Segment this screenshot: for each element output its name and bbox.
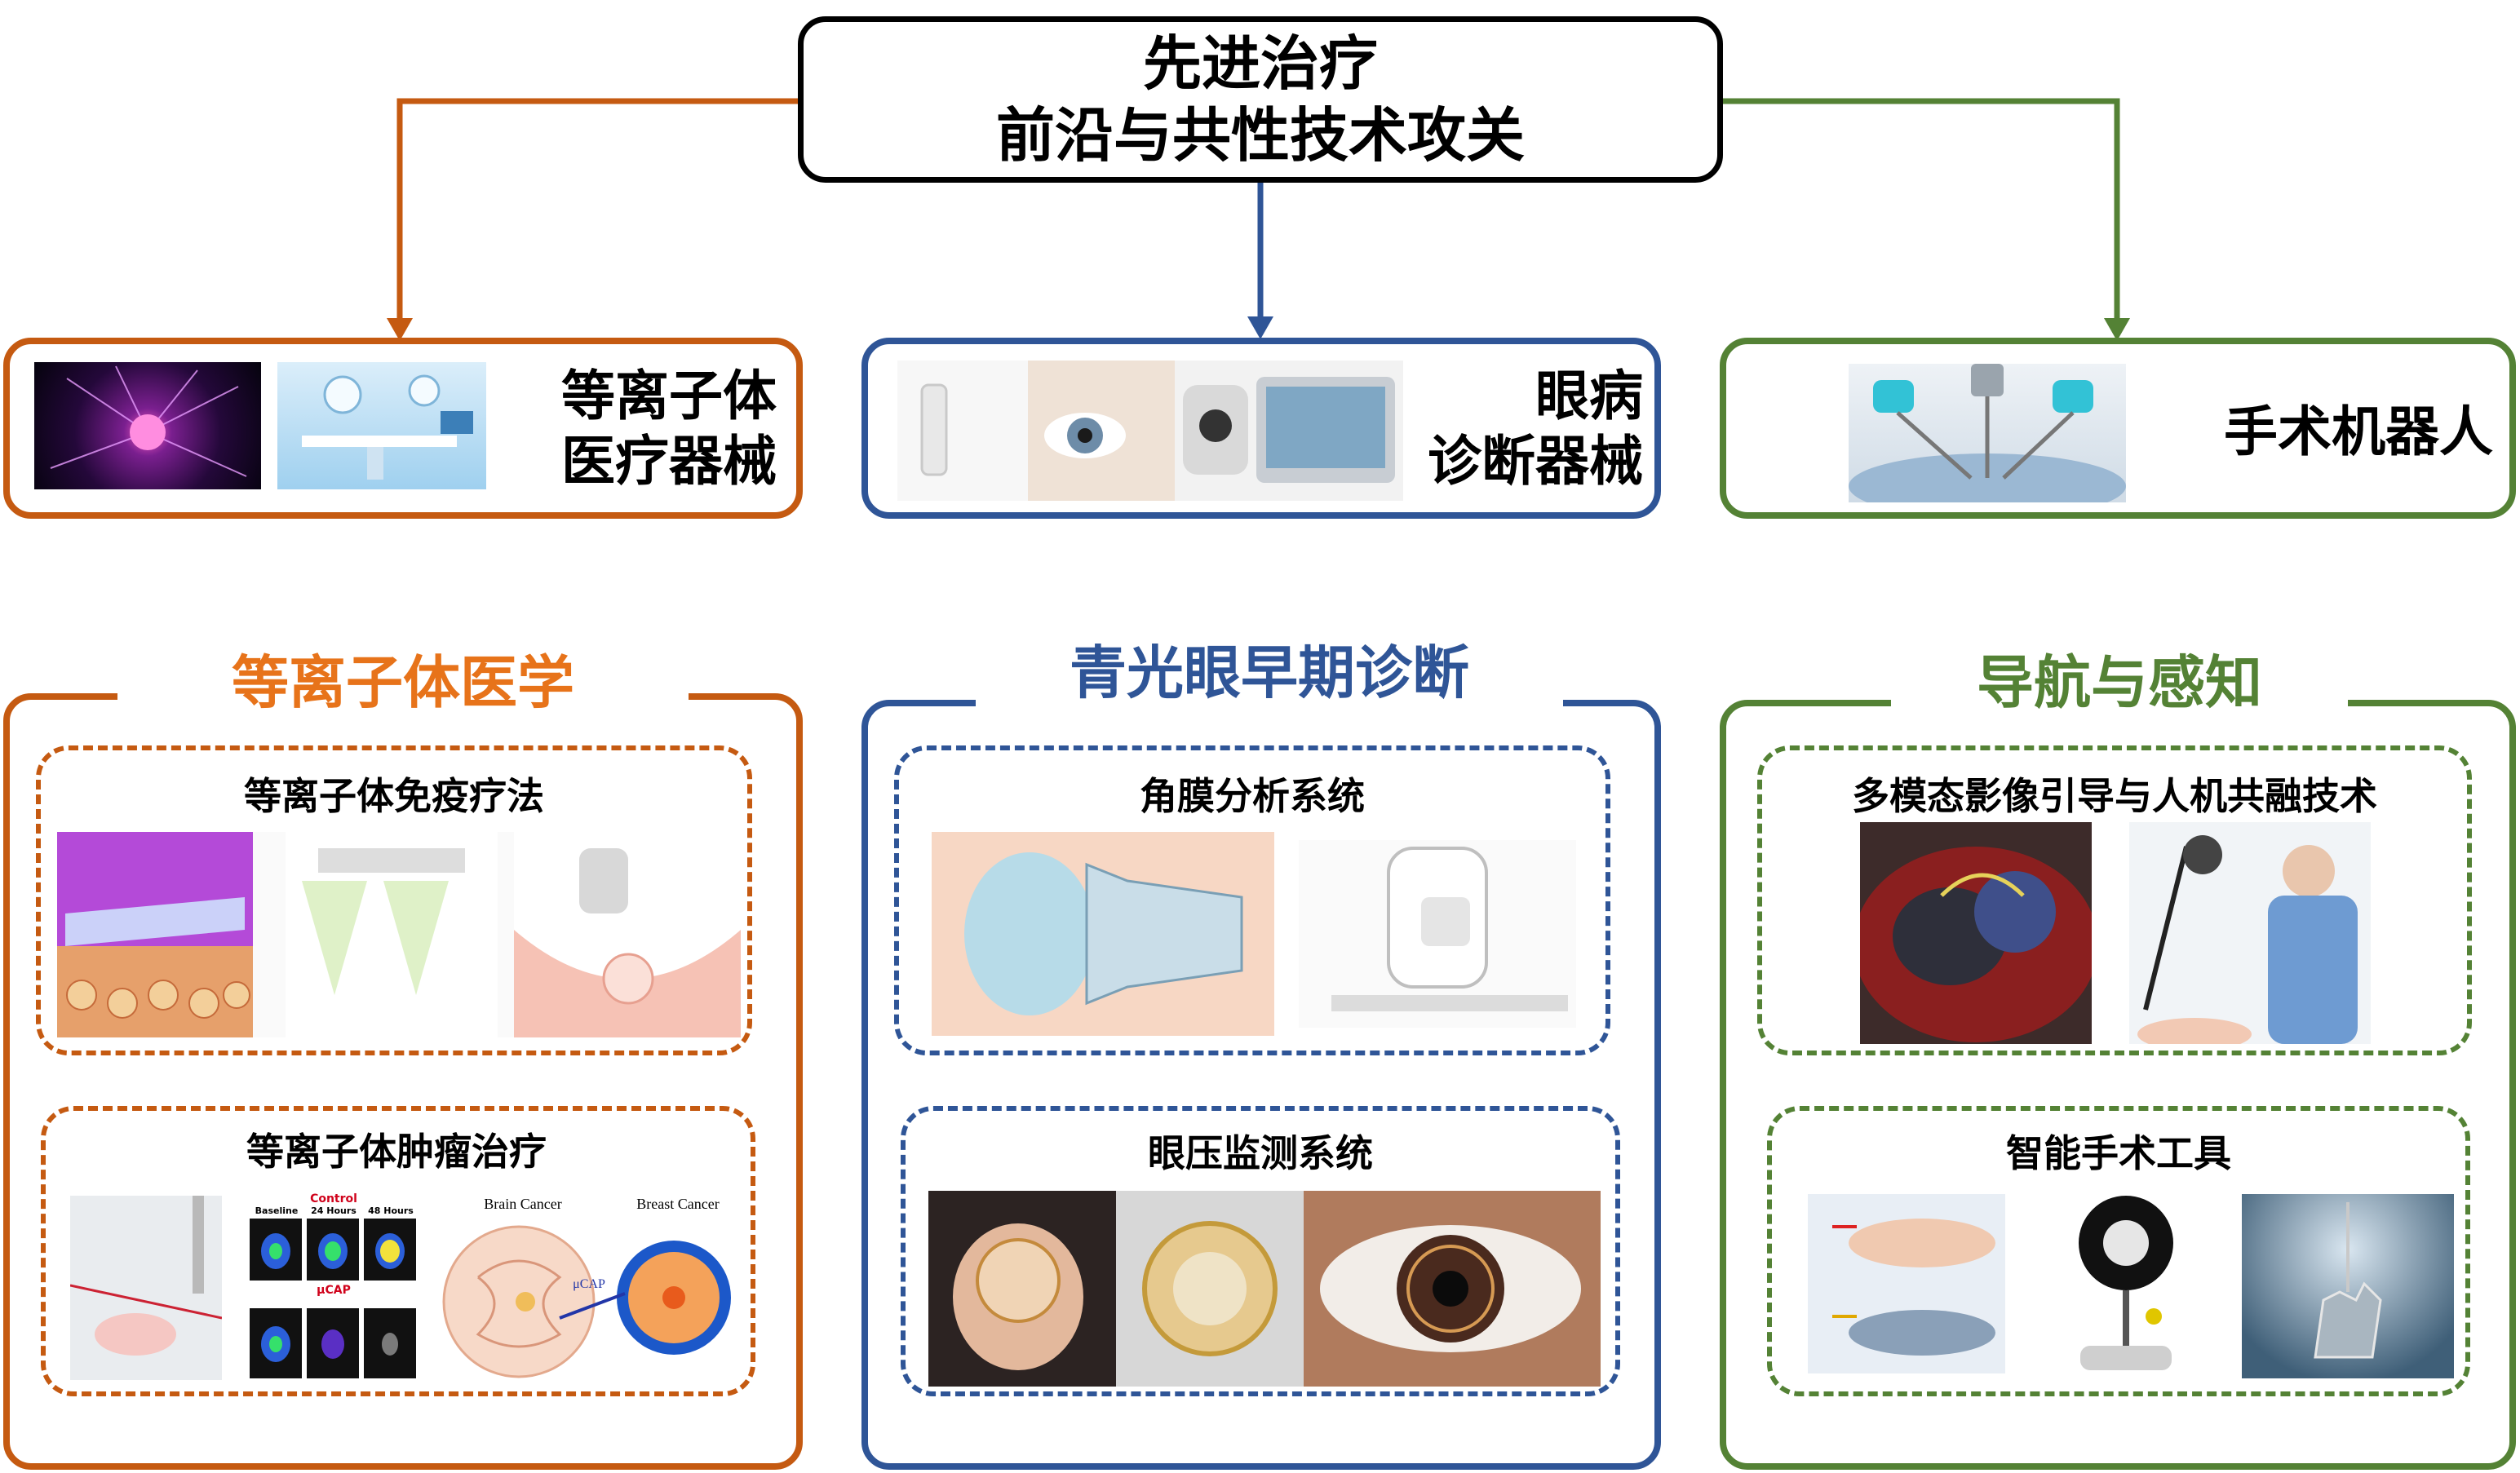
surgical-room-sketch xyxy=(302,374,473,480)
human-robot-collab-image xyxy=(2129,822,2371,1044)
category-plasma-line1: 等离子体 xyxy=(561,365,777,427)
category-plasma-title: 等离子体 医疗器械 xyxy=(499,364,777,494)
contact-lens-sketch xyxy=(928,1191,1601,1387)
haptic-hands-image xyxy=(1808,1194,2005,1373)
category-robot-title: 手术机器人 xyxy=(2224,400,2493,463)
imaging-panels xyxy=(250,1219,416,1378)
plasma-ball-image xyxy=(34,362,261,489)
sub-tools-title: 智能手术工具 xyxy=(2006,1131,2231,1175)
sub-multimodal-imaging: 多模态影像引导与人机共融技术 xyxy=(1757,745,2472,1055)
sub-corneal-analysis: 角膜分析系统 xyxy=(894,745,1610,1055)
section-glaucoma-title: 青光眼早期诊断 xyxy=(976,636,1563,710)
breast-cancer-label: Breast Cancer xyxy=(636,1196,720,1212)
arrowhead-orange xyxy=(387,318,413,341)
plasma-filaments xyxy=(50,365,247,477)
ucap-label: μCAP xyxy=(317,1284,351,1297)
navigation-liver-image xyxy=(1860,822,2092,1044)
category-eye-devices: 眼病 诊断器械 xyxy=(861,338,1661,519)
section-plasma-title: 等离子体医学 xyxy=(117,646,689,719)
corneal-analysis-figure xyxy=(932,832,1584,1036)
mouse-sketch xyxy=(70,1196,222,1356)
sub-plasma-immunotherapy: 等离子体免疫疗法 xyxy=(36,745,752,1055)
medical-equipment-image xyxy=(277,362,486,489)
robotic-hand-sketch xyxy=(2314,1202,2382,1359)
baseline-label: Baseline xyxy=(255,1205,299,1216)
category-eye-line1: 眼病 xyxy=(1535,365,1643,427)
tumor-therapy-mouse-photo xyxy=(70,1196,222,1380)
category-eye-title: 眼病 诊断器械 xyxy=(1406,364,1643,494)
root-title-line1: 先进治疗 xyxy=(1142,29,1378,98)
category-plasma-line2: 医疗器械 xyxy=(561,430,777,493)
eye-device-sketch xyxy=(920,361,1403,501)
tumor-imaging-grid: Control Baseline 24 Hours 48 Hours μCAP xyxy=(248,1192,419,1380)
eye-diagnostic-images xyxy=(897,361,1403,501)
immunotherapy-sketch xyxy=(57,832,741,1037)
root-title-line2: 前沿与共性技术攻关 xyxy=(995,101,1525,170)
liver-sketch xyxy=(1860,847,2092,1042)
robot-arms-sketch xyxy=(1849,364,2126,502)
sub-multimodal-title: 多模态影像引导与人机共融技术 xyxy=(1852,774,2377,818)
sub-immunotherapy-title: 等离子体免疫疗法 xyxy=(244,774,544,818)
root-topic-box: 先进治疗 前沿与共性技术攻关 xyxy=(798,16,1723,183)
arrowhead-blue xyxy=(1247,316,1273,339)
sub-tumor-title: 等离子体肿瘤治疗 xyxy=(246,1130,547,1174)
cancer-sketch xyxy=(442,1225,731,1378)
immunotherapy-figure xyxy=(57,832,741,1037)
device-sketch xyxy=(2079,1196,2173,1370)
arrow-to-plasma-devices xyxy=(396,98,798,322)
ucap-label-2: μCAP xyxy=(573,1277,605,1291)
sub-iop-title: 眼压监测系统 xyxy=(1148,1131,1373,1175)
brain-breast-cancer-figure: Brain Cancer Breast Cancer μCAP xyxy=(429,1196,739,1382)
surgeon-sketch xyxy=(2137,835,2358,1044)
iop-monitoring-figure xyxy=(928,1191,1601,1387)
surgical-device-image xyxy=(2048,1186,2204,1382)
control-label: Control xyxy=(310,1192,357,1205)
sub-smart-surgical-tools: 智能手术工具 xyxy=(1767,1106,2470,1396)
section-navigation-title: 导航与感知 xyxy=(1891,646,2348,719)
cornea-sketch xyxy=(932,832,1576,1036)
surgical-robot-image xyxy=(1849,364,2126,502)
sub-corneal-title: 角膜分析系统 xyxy=(1140,774,1365,818)
robotic-hand-image xyxy=(2242,1194,2454,1378)
arrow-to-surgical-robot xyxy=(1723,98,2120,322)
category-surgical-robot: 手术机器人 xyxy=(1720,338,2516,519)
sub-iop-monitoring: 眼压监测系统 xyxy=(901,1106,1620,1396)
hours48-label: 48 Hours xyxy=(368,1205,414,1216)
hours24-label: 24 Hours xyxy=(311,1205,357,1216)
category-eye-line2: 诊断器械 xyxy=(1428,430,1643,493)
brain-cancer-label: Brain Cancer xyxy=(484,1196,562,1212)
sub-plasma-tumor-therapy: 等离子体肿瘤治疗 Control Baseline 24 Hours 48 Ho… xyxy=(41,1106,755,1396)
hands-sketch xyxy=(1832,1219,1995,1356)
category-plasma-devices: 等离子体 医疗器械 xyxy=(3,338,803,519)
arrowhead-green xyxy=(2104,318,2130,341)
